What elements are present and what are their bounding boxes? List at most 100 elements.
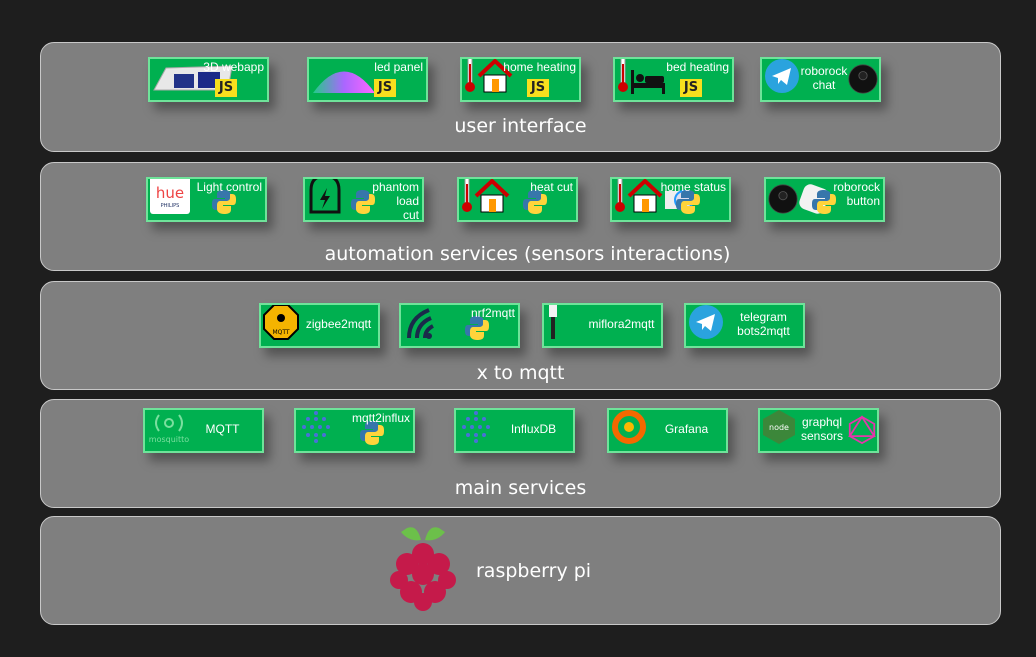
telegram-icon bbox=[688, 305, 724, 344]
house-icon bbox=[474, 179, 510, 218]
svg-text:mosquitto: mosquitto bbox=[149, 435, 190, 444]
component-label: mqtt2influx bbox=[351, 411, 410, 425]
layer-title: main services bbox=[454, 477, 587, 499]
component-miflora2mqtt[interactable]: miflora2mqtt bbox=[542, 303, 663, 348]
svg-text:MQTT: MQTT bbox=[272, 329, 289, 336]
svg-text:hue: hue bbox=[156, 184, 184, 202]
nodejs-logo-icon: node bbox=[762, 410, 796, 449]
influxdb-logo-icon bbox=[298, 410, 334, 449]
raspberry-pi-logo-icon bbox=[387, 522, 459, 616]
python-icon bbox=[350, 189, 376, 219]
component-icons bbox=[764, 59, 800, 98]
layer-raspberry-pi bbox=[40, 516, 1001, 625]
python-icon bbox=[522, 189, 548, 219]
component-icons: node bbox=[762, 410, 796, 449]
thermometer-icon bbox=[464, 59, 476, 98]
component-icons bbox=[458, 410, 494, 449]
python-icon bbox=[464, 315, 490, 345]
component-icons bbox=[688, 305, 724, 344]
component-grafana[interactable]: Grafana bbox=[607, 408, 728, 453]
svg-text:node: node bbox=[769, 423, 789, 432]
component-label: MQTT bbox=[205, 422, 240, 436]
component-label: nrf2mqtt bbox=[470, 306, 515, 320]
house-icon bbox=[627, 179, 663, 218]
component-icons bbox=[546, 305, 560, 344]
component-icons bbox=[298, 410, 334, 449]
layer-title: automation services (sensors interaction… bbox=[324, 243, 731, 265]
3d-floorplan-icon bbox=[152, 59, 236, 98]
component-mqtt2influx[interactable]: mqtt2influx bbox=[294, 408, 415, 453]
layer-title: x to mqtt bbox=[476, 362, 565, 384]
component-zigbee2mqtt[interactable]: MQTT zigbee2mqtt bbox=[259, 303, 380, 348]
robot-vacuum-icon bbox=[848, 64, 878, 98]
component-label: home heating bbox=[503, 60, 576, 74]
python-icon bbox=[675, 189, 701, 219]
python-icon bbox=[359, 420, 385, 450]
thermometer-icon bbox=[617, 59, 629, 98]
component-influxdb[interactable]: InfluxDB bbox=[454, 408, 575, 453]
component-icons bbox=[464, 59, 513, 98]
component-home-status[interactable]: home status bbox=[610, 177, 731, 222]
thermometer-icon bbox=[614, 179, 626, 218]
javascript-icon: JS bbox=[680, 79, 702, 97]
svg-text:PHILIPS: PHILIPS bbox=[161, 203, 180, 209]
telegram-icon bbox=[764, 59, 800, 98]
layer-title: user interface bbox=[454, 115, 587, 137]
ghost-lightning-icon bbox=[307, 179, 343, 218]
component-icons: mosquitto bbox=[147, 412, 191, 449]
grafana-logo-icon bbox=[611, 410, 647, 449]
robot-vacuum-icon bbox=[768, 184, 798, 218]
zigbee2mqtt-logo-icon: MQTT bbox=[263, 305, 299, 344]
graphql-logo-icon bbox=[848, 415, 876, 449]
component-icons bbox=[311, 61, 377, 98]
component-label: heat cut bbox=[530, 180, 573, 194]
wifi-signal-icon bbox=[403, 305, 453, 344]
javascript-icon: JS bbox=[527, 79, 549, 97]
component-icons bbox=[617, 59, 666, 98]
component-heat-cut[interactable]: heat cut bbox=[457, 177, 578, 222]
house-icon bbox=[477, 59, 513, 98]
javascript-icon: JS bbox=[215, 79, 237, 97]
component-label: Grafana bbox=[664, 422, 709, 436]
mosquitto-logo-icon: mosquitto bbox=[147, 410, 191, 449]
component-icons: MQTT bbox=[263, 305, 299, 344]
python-icon bbox=[811, 189, 837, 219]
influxdb-logo-icon bbox=[458, 410, 494, 449]
layer-x-to-mqtt: x to mqtt bbox=[40, 281, 1001, 390]
python-icon bbox=[211, 189, 237, 219]
led-arch-icon bbox=[311, 60, 377, 98]
component-label: 3D webapp bbox=[203, 60, 264, 74]
bed-icon bbox=[630, 68, 666, 98]
component-icons bbox=[307, 179, 343, 218]
component-label: zigbee2mqtt bbox=[305, 317, 372, 331]
component-label: led panel bbox=[374, 60, 423, 74]
component-label: miflora2mqtt bbox=[588, 317, 655, 331]
layer-title: raspberry pi bbox=[476, 560, 592, 582]
component-nrf2mqtt[interactable]: nrf2mqtt bbox=[399, 303, 520, 348]
component-label: InfluxDB bbox=[510, 422, 557, 436]
component-label: bed heating bbox=[666, 60, 729, 74]
component-icons bbox=[152, 61, 236, 98]
component-icons bbox=[461, 179, 510, 218]
component-label: home status bbox=[660, 180, 726, 194]
component-mqtt[interactable]: mosquitto MQTT bbox=[143, 408, 264, 453]
component-label: Light control bbox=[196, 180, 262, 194]
component-icons bbox=[403, 307, 453, 344]
